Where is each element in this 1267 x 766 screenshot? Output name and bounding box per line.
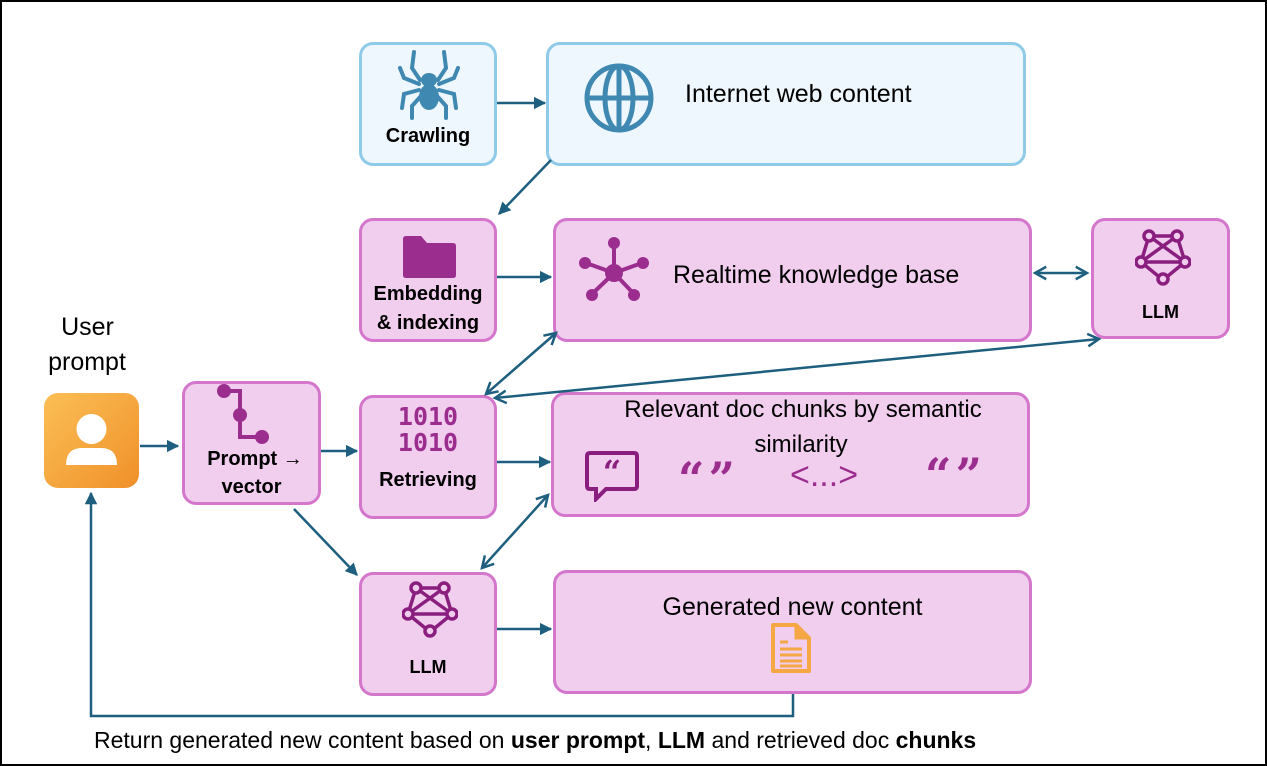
embedding-label-line1: Embedding <box>373 283 483 305</box>
caption-part3: and retrieved doc <box>705 727 896 753</box>
caption: Return generated new content based on us… <box>94 727 976 754</box>
doc-chunks-label-line1: Relevant doc chunks by semantic <box>624 396 982 423</box>
user-prompt-label-line1: User <box>61 313 114 341</box>
prompt-vector-label-line1: Prompt → <box>207 448 303 470</box>
internet-web-content-node <box>546 42 1026 166</box>
crawling-node <box>359 42 497 166</box>
prompt-vector-label-line2: vector <box>221 476 282 498</box>
retrieving-label: Retrieving <box>379 469 477 491</box>
caption-part2: , <box>645 727 658 753</box>
quote-bubble-icon: “ <box>585 451 639 502</box>
binary-line-1: 1010 <box>397 402 459 431</box>
embedding-indexing-node <box>359 218 497 342</box>
user-icon <box>44 393 139 488</box>
crawling-label: Crawling <box>385 125 471 147</box>
caption-bold-user-prompt: user prompt <box>510 727 646 753</box>
doc-chunks-label-line2: similarity <box>754 431 848 458</box>
svg-text:“: “ <box>603 453 621 491</box>
internet-web-content-label: Internet web content <box>685 80 912 108</box>
binary-line-2: 1010 <box>397 428 459 457</box>
llm-network-icon <box>402 581 458 638</box>
quote-marks-icon: “” <box>925 448 986 502</box>
generated-content-label: Generated new content <box>662 593 923 621</box>
caption-bold-llm: LLM <box>657 727 706 753</box>
vector-path-icon <box>217 384 269 444</box>
network-hub-icon <box>579 237 649 301</box>
binary-icon: 1010 1010 <box>359 404 497 456</box>
folder-icon <box>403 236 456 278</box>
knowledge-base-label: Realtime knowledge base <box>673 261 960 289</box>
globe-icon <box>584 63 654 133</box>
llm-bottom-label: LLM <box>409 657 447 677</box>
spider-icon <box>398 50 460 120</box>
user-prompt-label-line2: prompt <box>48 348 126 376</box>
document-icon <box>771 623 811 673</box>
embedding-label-line2: & indexing <box>376 312 480 334</box>
code-brackets-icon: <...> <box>790 456 859 494</box>
caption-bold-chunks: chunks <box>895 727 977 753</box>
llm-top-label: LLM <box>1142 302 1179 322</box>
llm-network-icon <box>1135 229 1191 286</box>
prompt-vector-node <box>182 381 321 505</box>
quote-marks-icon: “” <box>678 452 739 506</box>
caption-part1: Return generated new content based on <box>94 727 511 753</box>
